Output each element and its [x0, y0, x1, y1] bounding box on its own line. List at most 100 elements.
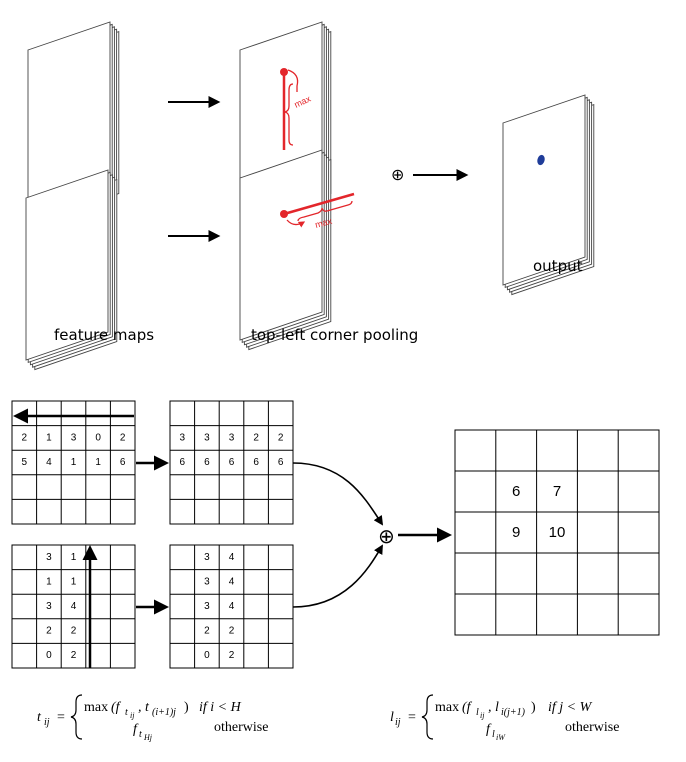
grid-cell-value: 2 — [253, 432, 259, 443]
grid-frame — [11, 544, 136, 669]
grid-cell-value: 3 — [204, 576, 210, 587]
grid-cell-value: 9 — [512, 524, 520, 541]
grid-cell-value: 3 — [180, 432, 186, 443]
formula-l-brace — [421, 694, 434, 740]
horizontal-pool-annotation: max — [280, 192, 355, 230]
formula-t-args: (f — [111, 700, 122, 715]
stack-sheet — [25, 169, 109, 361]
formula-l-args: (f — [462, 700, 473, 715]
label-top-left-corner-pooling: top-left corner pooling — [251, 326, 418, 344]
vertical-pool-curve — [287, 69, 299, 92]
grid-bottom-output: 3 4 3 4 3 4 2 2 0 2 — [169, 544, 294, 669]
grid-cell-value: 3 — [204, 432, 210, 443]
stack-feature-map-bottom — [25, 169, 118, 371]
grid-cell-value: 4 — [46, 457, 52, 468]
grid-cell-value: 3 — [204, 601, 210, 612]
vertical-pool-dot — [280, 68, 288, 76]
grid-cell-value: 3 — [71, 432, 77, 443]
grid-cell-value: 3 — [204, 552, 210, 563]
grid-cell-value: 7 — [553, 483, 561, 500]
formula-l-max: max — [435, 700, 459, 715]
grid-cell-value: 2 — [204, 626, 210, 637]
grid-cell-value: 1 — [95, 457, 101, 468]
grid-cell-value: 2 — [278, 432, 284, 443]
grid-cell-value: 1 — [71, 552, 77, 563]
formula-t-args-subsub: ij — [130, 711, 135, 720]
grid-cell-value: 0 — [204, 650, 210, 661]
formula-l-args-subsub: ij — [480, 711, 485, 720]
grid-cell-value: 3 — [46, 552, 52, 563]
formula-l-cond2: otherwise — [565, 720, 619, 735]
stack-output — [502, 94, 595, 296]
formula-t-cond2: otherwise — [214, 720, 268, 735]
grid-cell-value: 2 — [120, 432, 126, 443]
horizontal-pool-brace — [297, 200, 353, 222]
grid-cell-value: 2 — [71, 626, 77, 637]
oplus-bottom: ⊕ — [378, 524, 395, 548]
formula-l: l ij = max (f l ij , l i(j+1) ) if j < W… — [390, 694, 619, 742]
formula-t-args-2: , t — [138, 700, 150, 715]
grid-frame — [169, 400, 294, 525]
formula-t-brace — [70, 694, 83, 740]
label-output: output — [533, 257, 583, 275]
grid-cell-value: 4 — [229, 552, 235, 563]
formula-t-cond1: if i < H — [199, 700, 242, 715]
grid-cell-value: 3 — [46, 601, 52, 612]
formula-l-case2-subsub: iW — [496, 733, 506, 742]
grid-cell-value: 10 — [549, 524, 566, 541]
grid-frame — [11, 400, 136, 525]
formula-t: t ij = max (f t ij , t (i+1)j ) if i < H… — [37, 694, 268, 742]
grid-cell-value: 2 — [22, 432, 28, 443]
horizontal-pool-dot — [280, 210, 288, 218]
stack-sheet — [239, 149, 323, 341]
oplus-top: ⊕ — [391, 165, 404, 184]
grid-cell-value: 5 — [22, 457, 28, 468]
formula-t-lhs: t — [37, 710, 42, 725]
formula-t-max: max — [84, 700, 108, 715]
horizontal-pool-line — [283, 192, 355, 216]
formula-l-eq: = — [408, 710, 416, 725]
grid-frame — [169, 544, 294, 669]
formula-l-args-2: , l — [488, 700, 499, 715]
grid-cell-value: 4 — [229, 576, 235, 587]
formula-t-args-sub: t — [125, 707, 128, 718]
grid-cell-value: 6 — [229, 457, 235, 468]
formula-t-case2-sub: t — [139, 729, 142, 740]
formula-l-case2-sub: l — [492, 729, 495, 740]
formula-l-cond1: if j < W — [548, 700, 593, 715]
grid-cell-value: 2 — [71, 650, 77, 661]
grid-cell-value: 1 — [46, 432, 52, 443]
grid-cell-value: 2 — [229, 626, 235, 637]
grid-cell-value: 6 — [512, 483, 520, 500]
curve-top-to-sum — [292, 462, 384, 526]
vertical-pool-brace — [284, 83, 294, 146]
curve-bottom-to-sum — [292, 544, 383, 608]
grid-cell-value: 1 — [71, 576, 77, 587]
formula-l-case2: f — [486, 722, 492, 737]
formula-t-case2-subsub: Hj — [143, 733, 153, 742]
grid-cell-value: 6 — [253, 457, 259, 468]
grid-frame — [454, 429, 660, 636]
grid-cell-value: 6 — [120, 457, 126, 468]
grid-top-input: 2 1 3 0 2 5 4 1 1 6 — [11, 400, 136, 525]
stack-pooled-horizontal — [239, 149, 332, 351]
grid-cell-value: 1 — [46, 576, 52, 587]
grid-cell-value: 6 — [204, 457, 210, 468]
grid-cell-value: 1 — [71, 457, 77, 468]
grid-cell-value: 2 — [229, 650, 235, 661]
grid-cell-value: 2 — [46, 626, 52, 637]
formula-t-case2: f — [133, 722, 139, 737]
stack-sheet — [502, 94, 586, 286]
grid-cell-value: 4 — [229, 601, 235, 612]
grid-cell-value: 6 — [180, 457, 186, 468]
grid-cell-value: 0 — [95, 432, 101, 443]
horizontal-pool-curve — [286, 219, 306, 228]
formula-t-close: ) — [184, 700, 189, 715]
formula-l-lhs-sub: ij — [395, 717, 401, 728]
formula-t-eq: = — [57, 710, 65, 725]
formula-l-args-sub: l — [476, 707, 479, 718]
formula-l-args-2-sub: i(j+1) — [501, 707, 526, 718]
